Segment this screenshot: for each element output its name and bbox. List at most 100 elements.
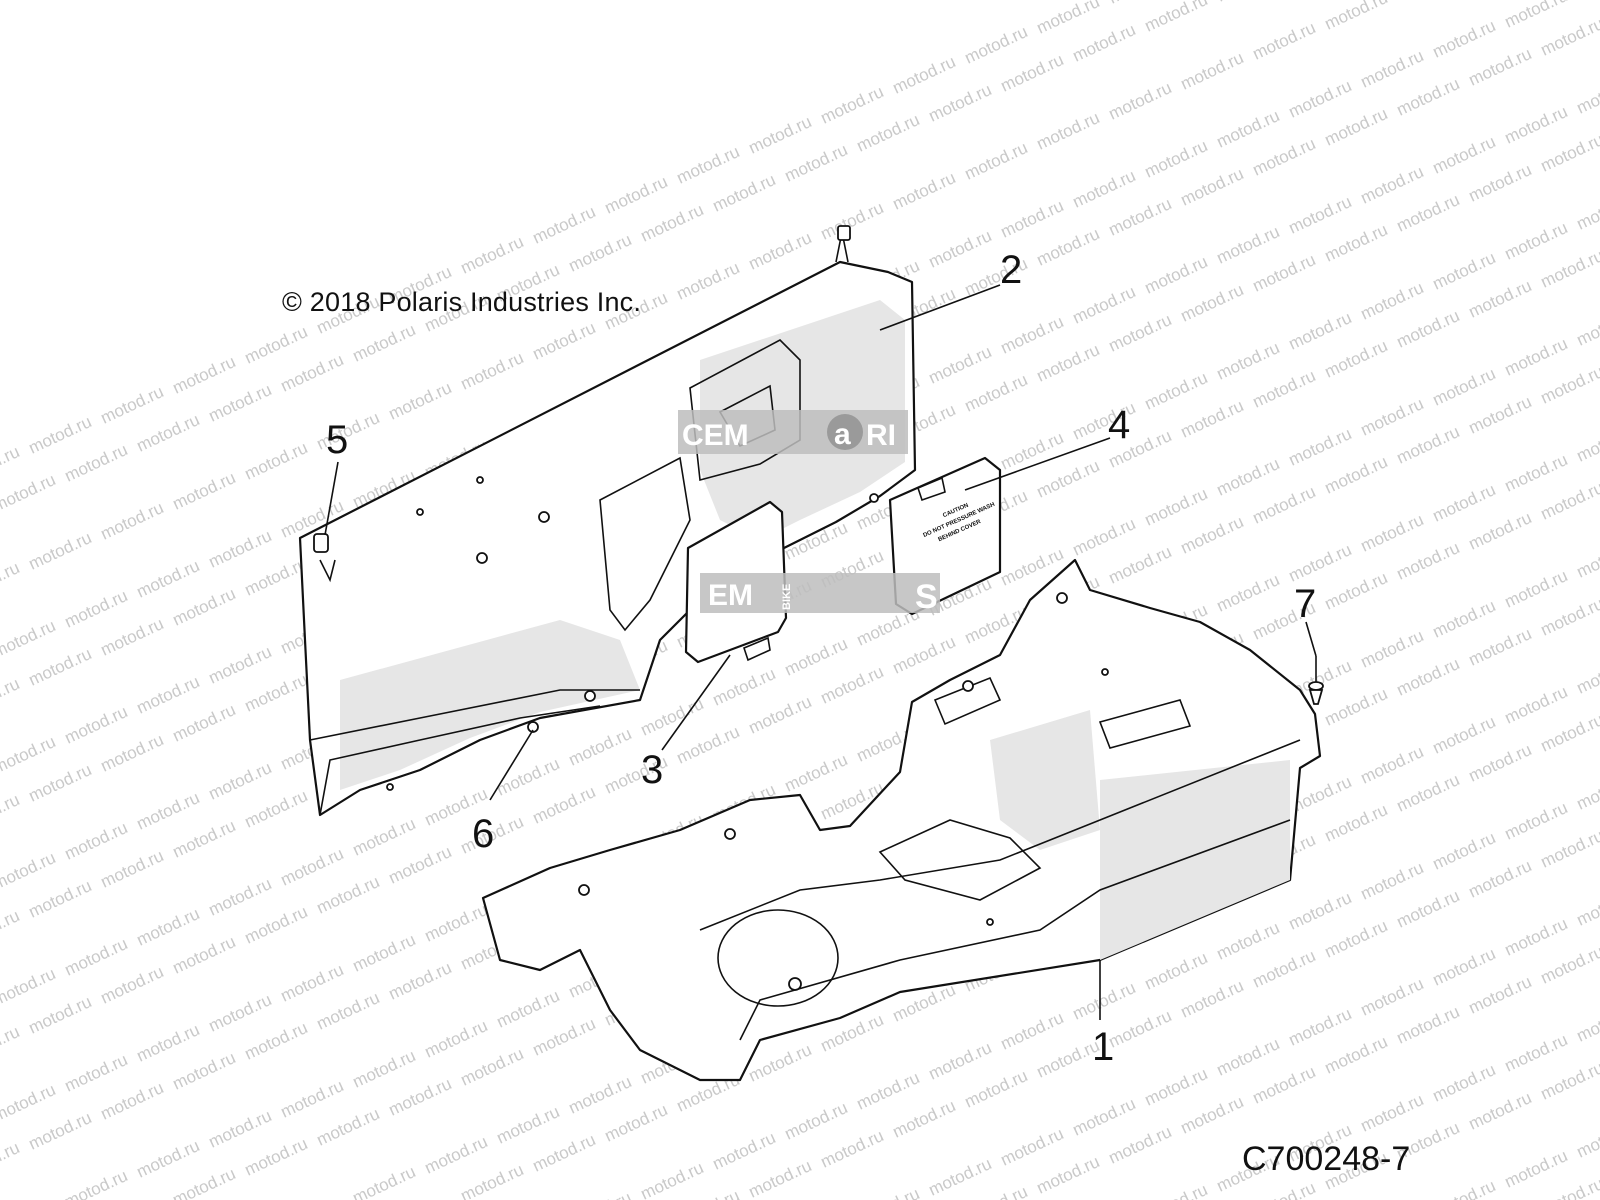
- watermark-text: motod.ru: [1394, 422, 1463, 468]
- watermark-text: motod.ru: [206, 758, 275, 804]
- watermark-text: motod.ru: [278, 844, 347, 890]
- watermark-text: motod.ru: [1394, 190, 1463, 236]
- overlay-logo-text-1: CEM: [682, 419, 749, 452]
- watermark-text: motod.ru: [674, 722, 743, 768]
- watermark-text: motod.ru: [1106, 194, 1175, 240]
- watermark-text: motod.ru: [566, 1072, 635, 1118]
- watermark-text: motod.ru: [1178, 396, 1247, 442]
- watermark-text: motod.ru: [1286, 540, 1355, 586]
- watermark-text: motod.ru: [26, 876, 95, 922]
- watermark-text: motod.ru: [602, 1100, 671, 1146]
- watermark-text: motod.ru: [98, 382, 167, 428]
- watermark-text: motod.ru: [206, 874, 275, 920]
- watermark-text: motod.ru: [890, 52, 959, 98]
- watermark-text: motod.ru: [1286, 424, 1355, 470]
- watermark-text: motod.ru: [278, 1076, 347, 1122]
- watermark-text: motod.ru: [1394, 538, 1463, 584]
- watermark-text: motod.ru: [1070, 514, 1139, 560]
- watermark-text: motod.ru: [1358, 974, 1427, 1020]
- watermark-text: motod.ru: [1466, 508, 1535, 554]
- watermark-text: motod.ru: [0, 442, 22, 488]
- watermark-text: motod.ru: [1574, 768, 1600, 814]
- watermark-text: motod.ru: [62, 1166, 131, 1200]
- watermark-text: motod.ru: [782, 1098, 851, 1144]
- watermark-text: motod.ru: [1214, 106, 1283, 152]
- watermark-text: motod.ru: [386, 378, 455, 424]
- watermark-text: motod.ru: [350, 814, 419, 860]
- watermark-text: motod.ru: [1070, 20, 1139, 66]
- watermark-text: motod.ru: [1322, 916, 1391, 962]
- watermark-text: motod.ru: [818, 1126, 887, 1172]
- watermark-text: motod.ru: [1250, 1062, 1319, 1108]
- watermark-text: motod.ru: [1322, 800, 1391, 846]
- watermark-text: motod.ru: [998, 312, 1067, 358]
- watermark-text: motod.ru: [0, 964, 58, 1010]
- watermark-text: motod.ru: [1214, 222, 1283, 268]
- callout-3: 3: [641, 748, 663, 792]
- watermark-text: motod.ru: [1466, 276, 1535, 322]
- watermark-text: motod.ru: [170, 352, 239, 398]
- watermark-text: motod.ru: [926, 1038, 995, 1084]
- watermark-text: motod.ru: [1574, 188, 1600, 234]
- watermark-text: motod.ru: [170, 700, 239, 746]
- watermark-text: motod.ru: [26, 644, 95, 690]
- watermark-text: motod.ru: [170, 1164, 239, 1200]
- watermark-text: motod.ru: [1574, 304, 1600, 350]
- watermark-text: motod.ru: [458, 1044, 527, 1090]
- watermark-text: motod.ru: [0, 616, 58, 662]
- watermark-text: motod.ru: [1538, 130, 1600, 176]
- watermark-text: motod.ru: [1142, 0, 1211, 36]
- watermark-text: motod.ru: [674, 142, 743, 188]
- watermark-text: motod.ru: [1502, 1146, 1571, 1192]
- watermark-text: motod.ru: [1574, 536, 1600, 582]
- watermark-text: motod.ru: [98, 498, 167, 544]
- watermark-text: motod.ru: [26, 412, 95, 458]
- watermark-text: motod.ru: [1430, 480, 1499, 526]
- watermark-text: motod.ru: [998, 1008, 1067, 1054]
- watermark-text: motod.ru: [1322, 452, 1391, 498]
- overlay-logo-1: CEM a RI: [678, 410, 908, 454]
- watermark-text: motod.ru: [1394, 1002, 1463, 1048]
- watermark-text: motod.ru: [1538, 942, 1600, 988]
- watermark-text: motod.ru: [1538, 1174, 1600, 1200]
- watermark-text: motod.ru: [1502, 1030, 1571, 1076]
- watermark-text: motod.ru: [98, 1078, 167, 1124]
- watermark-text: motod.ru: [1250, 366, 1319, 412]
- overlay-logo-2: EM BIKE S: [700, 573, 940, 616]
- watermark-text: motod.ru: [0, 1138, 22, 1184]
- watermark-text: motod.ru: [746, 1156, 815, 1200]
- watermark-text: motod.ru: [1502, 914, 1571, 960]
- watermark-text: motod.ru: [26, 1108, 95, 1154]
- watermark-text: motod.ru: [746, 112, 815, 158]
- watermark-text: motod.ru: [530, 202, 599, 248]
- watermark-text: motod.ru: [1070, 1094, 1139, 1140]
- watermark-text: motod.ru: [1106, 1122, 1175, 1168]
- watermark-text: motod.ru: [170, 932, 239, 978]
- watermark-text: motod.ru: [1178, 280, 1247, 326]
- watermark-text: motod.ru: [1178, 164, 1247, 210]
- watermark-text: motod.ru: [1106, 542, 1175, 588]
- watermark-text: motod.ru: [818, 198, 887, 244]
- watermark-text: motod.ru: [1106, 0, 1175, 8]
- watermark-text: motod.ru: [1394, 306, 1463, 352]
- watermark-text: motod.ru: [350, 930, 419, 976]
- watermark-text: motod.ru: [1286, 888, 1355, 934]
- watermark-text: motod.ru: [1358, 394, 1427, 440]
- watermark-text: motod.ru: [62, 818, 131, 864]
- watermark-text: motod.ru: [134, 410, 203, 456]
- watermark-text: motod.ru: [1178, 512, 1247, 558]
- watermark-text: motod.ru: [1322, 0, 1391, 34]
- watermark-text: motod.ru: [242, 438, 311, 484]
- watermark-text: motod.ru: [134, 788, 203, 834]
- watermark-text: motod.ru: [314, 1104, 383, 1150]
- watermark-text: motod.ru: [0, 674, 22, 720]
- watermark-text: motod.ru: [134, 904, 203, 950]
- watermark-text: motod.ru: [566, 230, 635, 276]
- watermark-text: motod.ru: [1358, 858, 1427, 904]
- watermark-text: motod.ru: [1214, 570, 1283, 616]
- overlay-logo-text-4: EM: [708, 579, 753, 612]
- overlay-logo-text-6: S: [915, 578, 938, 616]
- watermark-text: motod.ru: [206, 380, 275, 426]
- watermark-text: motod.ru: [1322, 220, 1391, 266]
